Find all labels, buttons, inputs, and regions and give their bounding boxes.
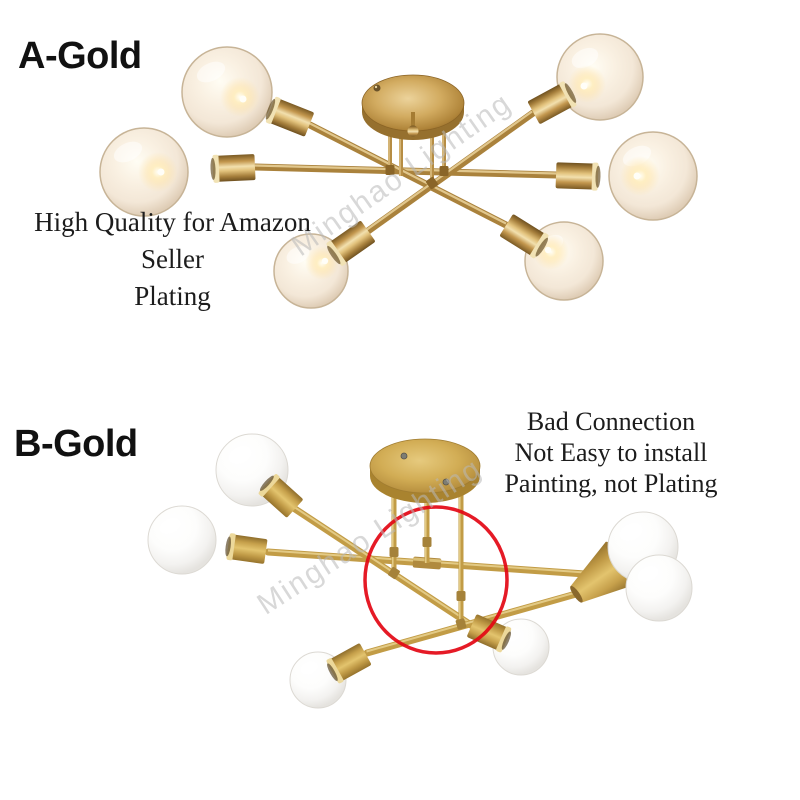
bulb-socket	[528, 81, 577, 124]
ceiling-canopy	[361, 74, 465, 140]
ceiling-canopy	[369, 438, 481, 503]
red-highlight-ellipse	[363, 505, 509, 655]
variant-b-panel: B-Gold Minghao Lighting Bad Connection N…	[0, 390, 800, 800]
variant-a-panel: A-Gold Minghao Lighting High Quality for…	[0, 0, 800, 390]
caption-line: Bad Connection	[526, 407, 696, 436]
light-bulb	[181, 46, 273, 138]
bulb-socket	[500, 214, 549, 259]
variant-a-label: A-Gold	[18, 35, 142, 78]
caption-line: High Quality for Amazon Seller	[34, 207, 311, 274]
bulb-socket	[210, 154, 256, 183]
caption-line: Painting, not Plating	[504, 469, 718, 498]
bulb-socket	[326, 643, 371, 684]
caption-line: Not Easy to install	[514, 438, 708, 467]
light-bulb	[608, 131, 698, 221]
chandelier-a-photo	[99, 33, 698, 309]
bulb-socket	[555, 162, 601, 191]
caption-line: Plating	[134, 281, 211, 311]
variant-b-label: B-Gold	[14, 423, 138, 466]
bulb-socket	[265, 96, 314, 137]
light-bulb	[625, 554, 693, 622]
lamp-arms	[251, 109, 560, 235]
bulb-socket	[326, 221, 375, 266]
bulb-socket	[225, 533, 268, 564]
variant-a-caption: High Quality for Amazon Seller Plating	[0, 204, 345, 315]
light-bulb	[556, 33, 644, 121]
chandelier-b-photo	[147, 433, 693, 709]
light-bulb	[147, 505, 217, 575]
bulb-socket	[258, 474, 303, 518]
bulb-socket	[467, 614, 512, 653]
variant-b-caption: Bad Connection Not Easy to install Paint…	[462, 406, 760, 499]
light-bulb	[99, 127, 189, 217]
